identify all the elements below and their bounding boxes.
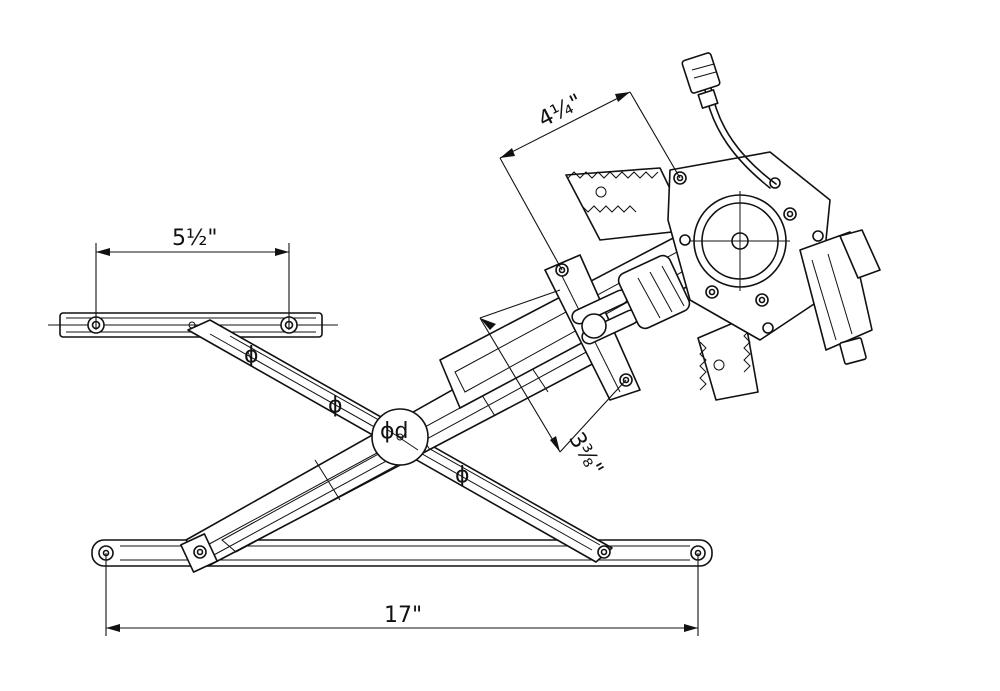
svg-text:ϕ: ϕ <box>244 343 259 368</box>
center-pivot: ϕd <box>371 408 429 466</box>
dimension-top-bracket <box>95 243 290 330</box>
dimension-label-overall-length: 17" <box>384 603 422 628</box>
dimension-label-rail-width: 3⅜" <box>563 428 607 480</box>
dimension-overall-length <box>105 553 699 636</box>
dimension-label-top-bracket: 5½" <box>172 226 217 251</box>
dimension-gear-plate <box>499 91 681 271</box>
motor-icon <box>667 151 881 365</box>
dimension-label-gear-plate: 4¼" <box>534 90 586 133</box>
connector-plug-icon <box>681 52 777 189</box>
svg-text:ϕ: ϕ <box>328 393 343 418</box>
dimension-rail-width <box>479 289 627 453</box>
top-bracket-bar <box>48 312 338 338</box>
sector-gear-bottom <box>697 317 759 401</box>
svg-text:ϕd: ϕd <box>380 419 408 444</box>
svg-text:ϕ: ϕ <box>455 463 470 488</box>
